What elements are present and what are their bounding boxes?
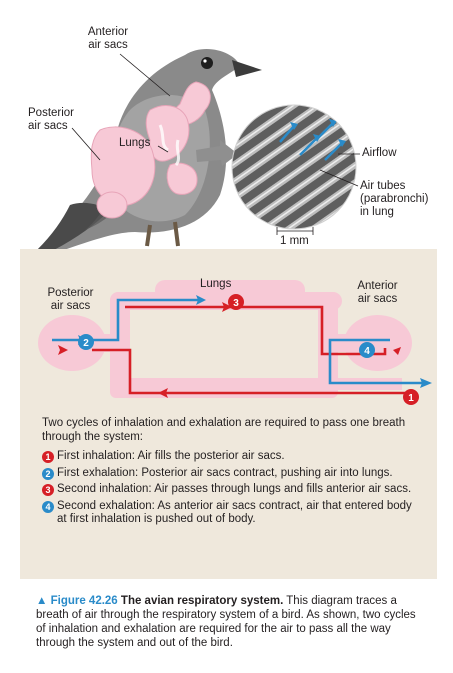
caption-title: The avian respiratory system. [120, 595, 284, 607]
step-text: First exhalation: Posterior air sacs con… [57, 466, 393, 479]
svg-text:2: 2 [83, 338, 89, 349]
step-item: 1 First inhalation: Air fills the poster… [42, 450, 422, 464]
schematic-label-lungs: Lungs [200, 278, 232, 290]
step-marker-3: 3 [228, 294, 244, 310]
red-arrowheads [58, 302, 401, 398]
step-text: Second exhalation: As anterior air sacs … [57, 499, 412, 526]
beak [232, 60, 262, 77]
step-badge-3: 3 [42, 484, 54, 496]
label-posterior-air-sacs: Posterior air sacs [28, 107, 75, 132]
label-scale-bar: 1 mm [280, 235, 309, 247]
step-badge-1: 1 [42, 451, 54, 463]
steps-section: Two cycles of inhalation and exhalation … [42, 417, 422, 530]
parabronchi-micrograph [231, 104, 357, 230]
step-item: 2 First exhalation: Posterior air sacs c… [42, 467, 422, 481]
svg-text:4: 4 [364, 346, 370, 357]
figure-caption: ▲ Figure 42.26 The avian respiratory sys… [36, 594, 424, 650]
bird-illustration [36, 48, 360, 250]
svg-text:1: 1 [408, 393, 414, 404]
label-air-tubes: Air tubes (parabronchi) in lung [360, 180, 429, 218]
schematic-label-posterior: Posterior air sacs [47, 287, 94, 312]
step-text: Second inhalation: Air passes through lu… [57, 483, 412, 495]
svg-text:3: 3 [233, 298, 239, 309]
step-item: 4 Second exhalation: As anterior air sac… [42, 500, 422, 527]
step-marker-4: 4 [359, 342, 375, 358]
caption-marker: ▲ [36, 595, 48, 607]
label-lungs: Lungs [119, 137, 151, 149]
steps-intro: Two cycles of inhalation and exhalation … [42, 417, 406, 443]
step-text: First inhalation: Air fills the posterio… [57, 450, 285, 462]
zoom-arrow [196, 140, 238, 166]
step-marker-2: 2 [78, 334, 94, 350]
air-sacs-overlay [90, 81, 211, 219]
airflow-schematic: 1 2 3 4 [38, 280, 432, 405]
label-airflow: Airflow [362, 147, 397, 159]
step-marker-1: 1 [403, 389, 419, 405]
label-anterior-air-sacs: Anterior air sacs [87, 26, 129, 51]
schematic-label-anterior: Anterior air sacs [357, 280, 398, 305]
leader-lines [71, 53, 360, 235]
caption-figure-number: Figure 42.26 [50, 595, 118, 607]
inhalation-path [92, 305, 410, 395]
step-badge-2: 2 [42, 467, 54, 480]
lung-tubes [158, 124, 180, 166]
caption-text: This diagram traces a breath of air thro… [36, 595, 416, 649]
step-item: 3 Second inhalation: Air passes through … [42, 483, 422, 497]
step-badge-4: 4 [42, 500, 54, 513]
